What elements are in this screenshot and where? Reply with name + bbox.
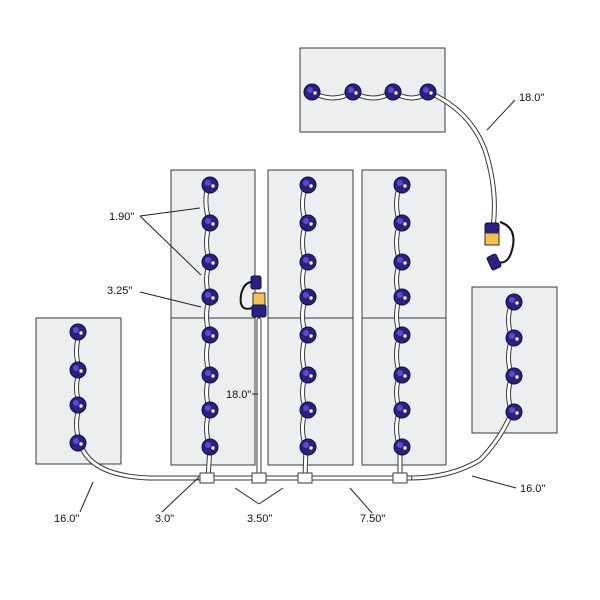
battery-cap-icon: [299, 401, 317, 419]
label-vertical-feed: 18.0": [226, 389, 251, 401]
leader-lines: [79, 99, 517, 514]
battery-cap-icon: [69, 361, 87, 379]
battery-cap-icon: [505, 367, 523, 385]
label-spacing-cap: 1.90": [109, 211, 134, 223]
tee-fitting-icon: [392, 472, 408, 484]
battery-cap-icon: [505, 403, 523, 421]
battery-cap-icon: [201, 366, 219, 384]
battery-cap-icon: [393, 438, 411, 456]
battery-cap-icon: [201, 214, 219, 232]
dimension-labels: 18.0" 1.90" 3.25" 18.0" 16.0" 16.0" 3.0"…: [54, 92, 545, 525]
coupler-top-right: [484, 221, 515, 271]
label-spacing-gap: 3.25": [107, 285, 132, 297]
battery-cap-icon: [69, 434, 87, 452]
battery-cap-icon: [201, 326, 219, 344]
battery-cap-icon: [344, 83, 362, 101]
battery-cap-icon: [201, 401, 219, 419]
label-tee-spacing: 3.50": [247, 513, 272, 525]
battery-cap-icon: [393, 176, 411, 194]
battery-cap-icon: [299, 288, 317, 306]
battery-cap-icon: [419, 83, 437, 101]
tee-fitting-icon: [251, 472, 267, 484]
battery-cap-icon: [69, 323, 87, 341]
battery-cap-icon: [201, 288, 219, 306]
label-left-tube: 16.0": [54, 513, 79, 525]
tee-fittings: [199, 472, 408, 484]
battery-cap-icon: [201, 176, 219, 194]
battery-cap-icon: [299, 176, 317, 194]
label-tee-run: 7.50": [360, 513, 385, 525]
battery-cap-icon: [393, 214, 411, 232]
battery-cap-icon: [299, 253, 317, 271]
battery-cap-icon: [393, 401, 411, 419]
battery-cap-icon: [299, 214, 317, 232]
battery-cap-icon: [384, 83, 402, 101]
battery-cap-icon: [201, 438, 219, 456]
battery-cap-icon: [303, 83, 321, 101]
battery-cap-icon: [393, 326, 411, 344]
battery-cap-icon: [201, 253, 219, 271]
quick-connect-coupler-icon: [250, 275, 262, 290]
quick-connect-coupler-icon: [484, 232, 500, 246]
tee-fitting-icon: [297, 472, 313, 484]
battery-cap-icon: [299, 326, 317, 344]
battery-cap-icon: [393, 288, 411, 306]
battery-cap-icon: [505, 293, 523, 311]
label-tee-offset: 3.0": [155, 513, 174, 525]
battery-cap-icon: [505, 329, 523, 347]
battery-cap-icon: [393, 253, 411, 271]
label-top-tube: 18.0": [519, 92, 544, 104]
coupler-center: [239, 275, 267, 318]
battery-caps: [69, 83, 523, 456]
battery-panels: [35, 47, 558, 466]
tee-fitting-icon: [199, 472, 215, 484]
label-right-tube: 16.0": [520, 483, 545, 495]
battery-cap-icon: [393, 366, 411, 384]
battery-cap-icon: [69, 396, 87, 414]
battery-cap-icon: [299, 366, 317, 384]
battery-cap-icon: [299, 438, 317, 456]
